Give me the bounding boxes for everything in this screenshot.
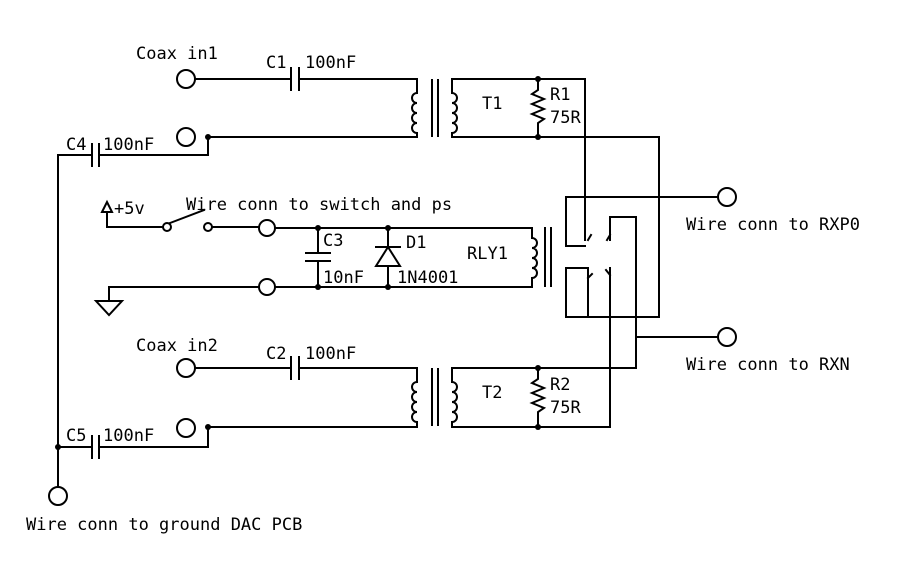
rxp0-terminal [717,187,737,207]
coax-in1-terminal [176,69,196,89]
wire [98,426,209,448]
coax-in2-terminal [176,358,196,378]
resistor-r2 [529,368,547,427]
rxn-terminal [717,327,737,347]
capacitor-c4 [91,143,100,167]
label-c2: C2 [266,344,286,364]
diode-d1 [374,227,402,288]
rly1-coil [531,237,538,279]
wire [451,421,611,428]
capacitor-c5 [91,435,100,459]
relay-contacts [565,187,737,428]
wire [299,78,418,94]
wire [106,211,164,228]
label-r1-value: 75R [550,108,581,128]
label-t2: T2 [482,383,502,403]
switch-ps-terminal [258,219,276,237]
label-ground-dac: Wire conn to ground DAC PCB [26,515,302,535]
label-d1-value: 1N4001 [397,268,458,288]
label-rxp0: Wire conn to RXP0 [686,215,860,235]
resistor-r1 [529,79,547,137]
label-c1-value: 100nF [305,53,356,73]
label-rxn: Wire conn to RXN [686,355,850,375]
label-r2: R2 [550,375,570,395]
ground-ps-terminal [258,278,276,296]
label-c4: C4 [66,135,86,155]
label-c3-value: 10nF [323,268,364,288]
capacitor-c1 [290,67,300,91]
power-switch-section [93,199,552,317]
switch-lever [168,208,206,225]
wire [274,277,533,288]
label-r1: R1 [550,85,570,105]
label-c3: C3 [323,231,343,251]
coax-in2-section [98,336,637,448]
wire [451,132,660,318]
ground-dac-terminal [48,486,68,506]
coax-in1-section [98,67,660,318]
wire [565,196,586,247]
plus5v-arrow-icon [100,199,114,213]
wire [207,132,418,138]
label-plus5v: +5v [114,199,145,219]
wire [98,136,209,156]
t2-secondary-coil [451,381,458,423]
wire [609,216,718,338]
label-c5-value: 100nF [103,426,154,446]
label-r2-value: 75R [550,398,581,418]
ground-rail-wire [57,154,92,451]
capacitor-c3 [305,227,331,288]
wire [299,367,418,383]
label-c1: C1 [266,53,286,73]
coax-in2-shield-terminal [176,418,196,438]
label-coax-in1: Coax in1 [136,44,218,64]
ground-icon [93,300,125,317]
label-d1: D1 [406,233,426,253]
label-switch-ps: Wire conn to switch and ps [186,195,452,215]
label-rly1: RLY1 [467,244,508,264]
t1-primary-coil [411,92,418,134]
label-c4-value: 100nF [103,135,154,155]
coax-in1-shield-terminal [176,127,196,147]
switch-contact-right [203,222,213,232]
label-c2-value: 100nF [305,344,356,364]
wire [274,227,533,239]
switch-contact-left [162,222,172,232]
t2-primary-coil [411,381,418,423]
capacitor-c2 [290,356,300,380]
label-coax-in2: Coax in2 [136,336,218,356]
wire [207,421,418,428]
label-c5: C5 [66,426,86,446]
wire [451,336,637,383]
t1-secondary-coil [451,92,458,134]
label-t1: T1 [482,94,502,114]
